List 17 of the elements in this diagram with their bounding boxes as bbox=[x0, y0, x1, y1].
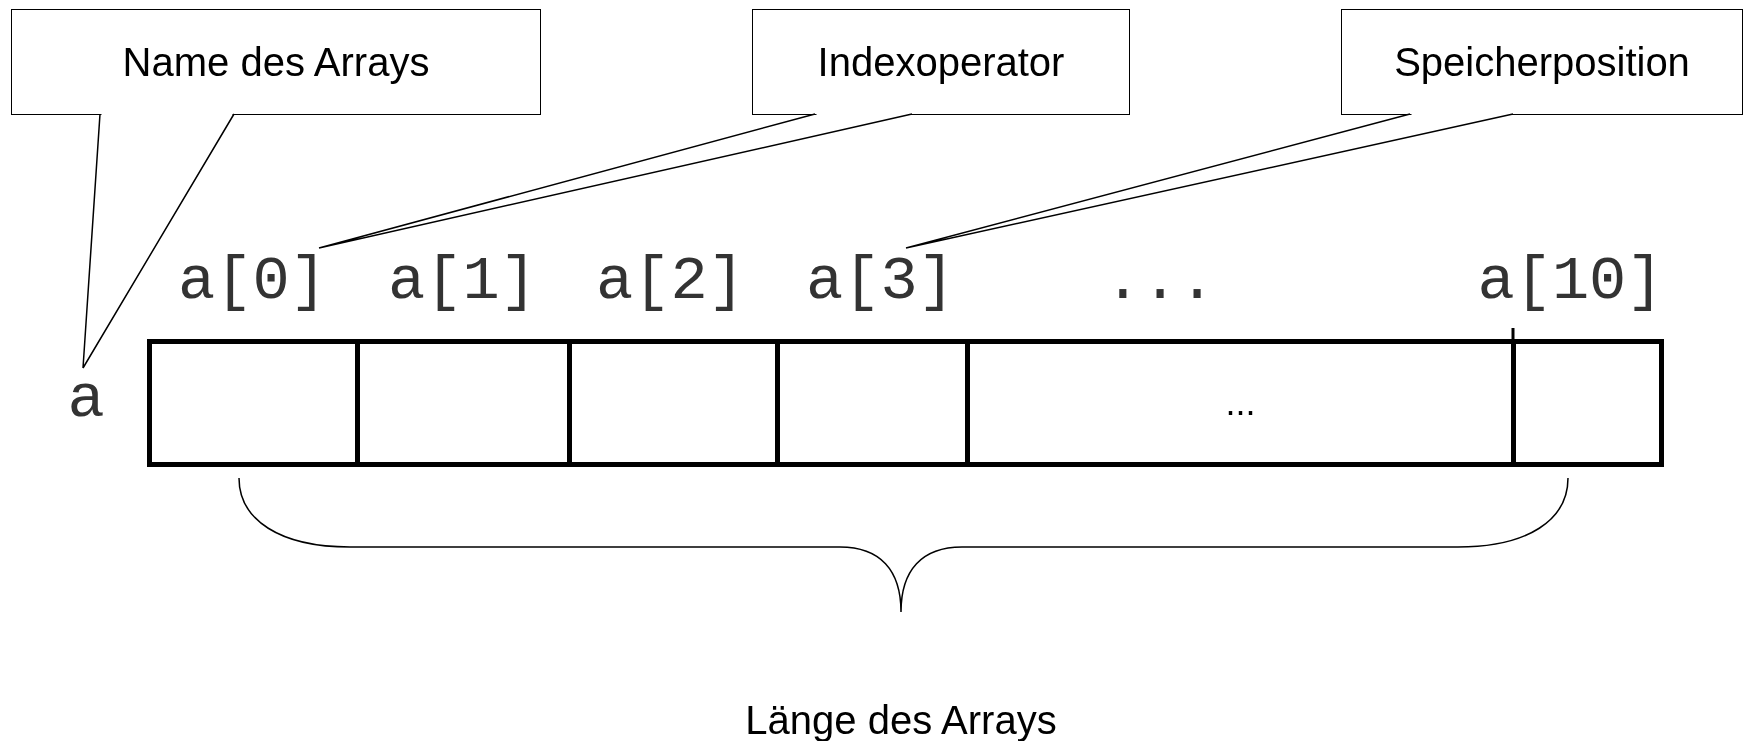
leader-line bbox=[318, 113, 913, 249]
leader-line bbox=[82, 113, 235, 369]
callout-box bbox=[1341, 9, 1743, 115]
callout-text: Speicherposition bbox=[1394, 39, 1690, 85]
index-expression: a[10] bbox=[1476, 248, 1665, 314]
index-expression: a[1] bbox=[387, 248, 538, 314]
callout-box bbox=[11, 9, 541, 115]
leader-line bbox=[905, 113, 1514, 249]
callout-text: Name des Arrays bbox=[122, 39, 430, 85]
ellipsis: ... bbox=[1225, 382, 1256, 424]
index-expression: a[2] bbox=[595, 248, 746, 314]
callout-box bbox=[752, 9, 1130, 115]
index-expression: a[3] bbox=[798, 248, 963, 314]
ellipsis: ... bbox=[1103, 248, 1217, 314]
index-expression: a[0] bbox=[170, 248, 335, 314]
callout-text: Indexoperator bbox=[817, 39, 1065, 85]
array-name: a bbox=[62, 368, 110, 430]
